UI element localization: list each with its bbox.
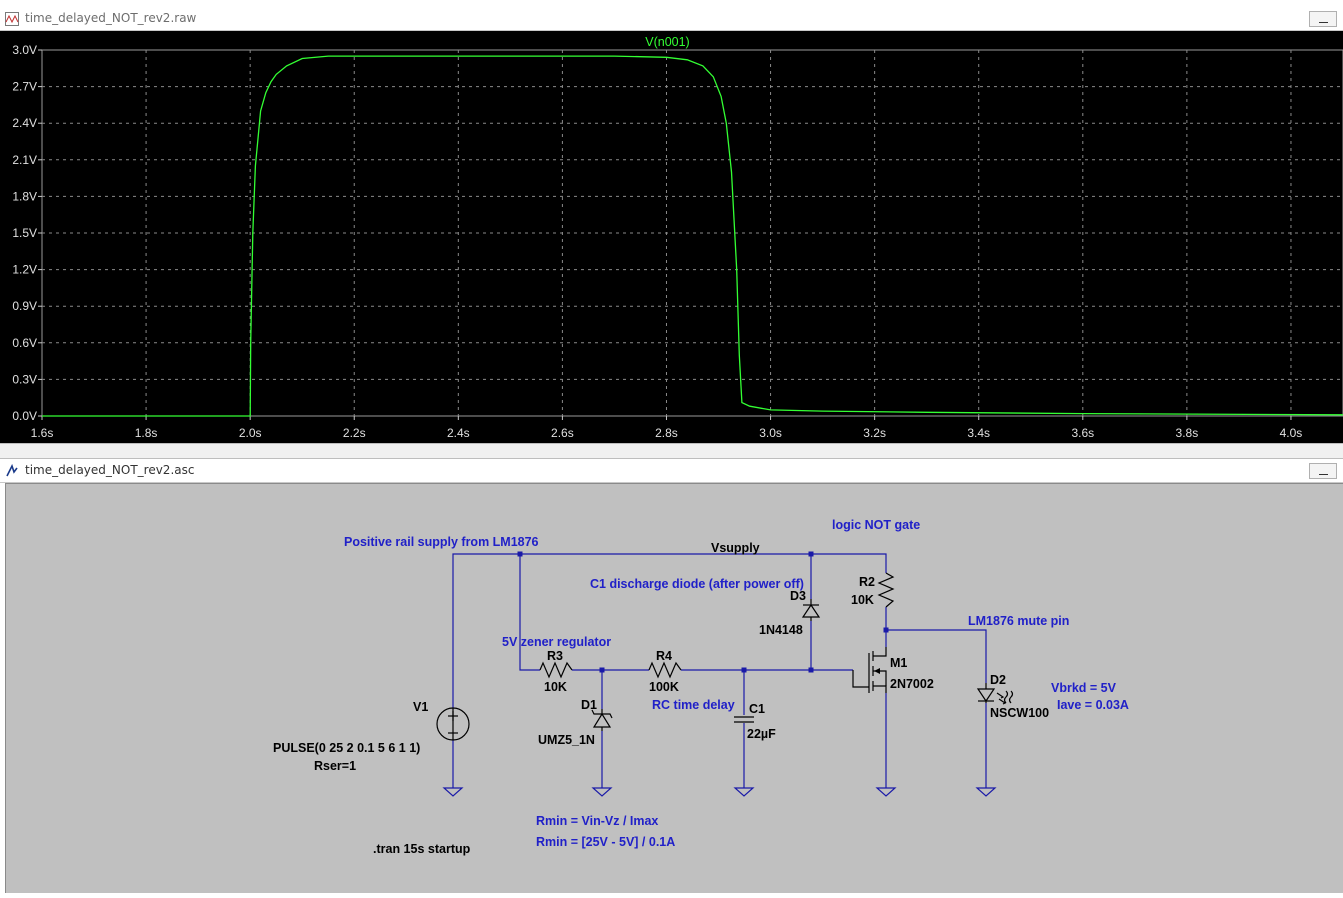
junction <box>599 667 605 673</box>
v1-rser: Rser=1 <box>314 759 356 773</box>
waveform-window-titlebar: time_delayed_NOT_rev2.raw <box>0 7 1343 31</box>
d2-value: NSCW100 <box>990 706 1049 720</box>
x-tick-label: 3.4s <box>967 426 990 440</box>
rmin-formula-label: Rmin = Vin-Vz / Imax <box>536 814 658 828</box>
r2-value: 10K <box>851 593 874 607</box>
r2-name: R2 <box>859 575 875 589</box>
y-tick-label: 2.7V <box>12 80 37 94</box>
ground-symbol <box>733 787 755 797</box>
d1-name: D1 <box>581 698 597 712</box>
c1-discharge-label: C1 discharge diode (after power off) <box>590 577 804 591</box>
y-tick-label: 3.0V <box>12 43 37 57</box>
y-tick-label: 1.8V <box>12 189 37 203</box>
x-tick-label: 2.0s <box>239 426 262 440</box>
m1-name: M1 <box>890 656 907 670</box>
wire-supply-rail <box>452 553 811 708</box>
vbrkd-label: Vbrkd = 5V <box>1051 681 1117 695</box>
x-tick-label: 3.6s <box>1071 426 1094 440</box>
schematic-icon <box>6 464 18 477</box>
x-tick-label: 1.8s <box>135 426 158 440</box>
junction <box>741 667 747 673</box>
plot-frame <box>41 49 1343 417</box>
c1-capacitor[interactable] <box>734 716 754 723</box>
x-tick-label: 2.2s <box>343 426 366 440</box>
v1-value: PULSE(0 25 2 0.1 5 6 1 1) <box>273 741 420 755</box>
x-tick-label: 2.6s <box>551 426 574 440</box>
r3-name: R3 <box>547 649 563 663</box>
r4-name: R4 <box>656 649 672 663</box>
ground-symbol <box>442 787 464 797</box>
waveform-plot-pane[interactable]: 0.0V 0.3V 0.6V 0.9V 1.2V 1.5V 1.8V 2.1V 2.4V 2.7V… <box>0 31 1343 443</box>
junctions <box>517 551 889 673</box>
mute-pin-label: LM1876 mute pin <box>968 614 1069 628</box>
v1-name: V1 <box>413 700 428 714</box>
vsupply-net-label: Vsupply <box>711 541 760 555</box>
x-tick-label: 3.8s <box>1176 426 1199 440</box>
x-tick-label: 1.6s <box>31 426 54 440</box>
d2-led[interactable] <box>976 683 1014 705</box>
y-tick-label: 1.5V <box>12 226 37 240</box>
wire-mute <box>886 629 987 683</box>
grounds <box>442 787 997 797</box>
y-tick-label: 0.3V <box>12 372 37 386</box>
schematic-restore-button[interactable] <box>1309 463 1337 479</box>
supply-note-label: Positive rail supply from LM1876 <box>344 535 539 549</box>
schematic-drawing[interactable]: Positive rail supply from LM1876 Vsupply… <box>6 484 1343 894</box>
ground-symbol <box>591 787 613 797</box>
x-tick-label: 3.2s <box>863 426 886 440</box>
x-tick-label: 2.8s <box>655 426 678 440</box>
m1-nmos-transistor[interactable] <box>852 647 887 693</box>
junction <box>808 667 814 673</box>
schematic-canvas[interactable]: Positive rail supply from LM1876 Vsupply… <box>5 483 1343 893</box>
logic-not-label: logic NOT gate <box>832 518 920 532</box>
junction <box>883 627 889 633</box>
r4-resistor[interactable] <box>648 661 682 679</box>
y-tick-label: 0.0V <box>12 409 37 423</box>
v1-voltage-source[interactable] <box>436 707 470 741</box>
x-tick-label: 4.0s <box>1280 426 1303 440</box>
x-tick-label: 3.0s <box>759 426 782 440</box>
r3-value: 10K <box>544 680 567 694</box>
wire-r2-top <box>811 553 887 573</box>
waveform-icon <box>5 12 19 26</box>
y-tick-label: 2.1V <box>12 153 37 167</box>
pane-separator[interactable] <box>0 443 1343 459</box>
y-tick-label: 0.9V <box>12 299 37 313</box>
waveform-restore-button[interactable] <box>1309 11 1337 27</box>
iave-label: Iave = 0.03A <box>1057 698 1129 712</box>
x-tick-label: 2.4s <box>447 426 470 440</box>
r2-resistor[interactable] <box>877 572 895 608</box>
junction <box>808 551 814 557</box>
junction <box>517 551 523 557</box>
tran-directive: .tran 15s startup <box>373 842 471 856</box>
y-tick-label: 1.2V <box>12 263 37 277</box>
schematic-window-title: time_delayed_NOT_rev2.asc <box>25 463 195 477</box>
wires <box>452 553 987 788</box>
ground-symbol <box>875 787 897 797</box>
waveform-window-title: time_delayed_NOT_rev2.raw <box>25 11 197 25</box>
wire-r3-left <box>519 554 540 671</box>
d1-value: UMZ5_1N <box>538 733 595 747</box>
r3-resistor[interactable] <box>539 661 573 679</box>
d3-value: 1N4148 <box>759 623 803 637</box>
waveform-chart[interactable]: 0.0V 0.3V 0.6V 0.9V 1.2V 1.5V 1.8V 2.1V 2.4V 2.7V… <box>0 31 1343 443</box>
rmin-values-label: Rmin = [25V - 5V] / 0.1A <box>536 835 675 849</box>
rc-delay-label: RC time delay <box>652 698 735 712</box>
d3-name: D3 <box>790 589 806 603</box>
ground-symbol <box>975 787 997 797</box>
y-tick-label: 2.4V <box>12 116 37 130</box>
c1-name: C1 <box>749 702 765 716</box>
d2-name: D2 <box>990 673 1006 687</box>
m1-value: 2N7002 <box>890 677 934 691</box>
series-line-v-n001 <box>42 55 1343 417</box>
d3-diode[interactable] <box>801 599 821 621</box>
schematic-window-titlebar: time_delayed_NOT_rev2.asc <box>0 459 1343 483</box>
zener-regulator-label: 5V zener regulator <box>502 635 611 649</box>
c1-value: 22µF <box>747 727 776 741</box>
r4-value: 100K <box>649 680 679 694</box>
d1-zener-diode[interactable] <box>591 709 613 731</box>
chart-title: V(n001) <box>645 35 689 49</box>
y-tick-label: 0.6V <box>12 336 37 350</box>
